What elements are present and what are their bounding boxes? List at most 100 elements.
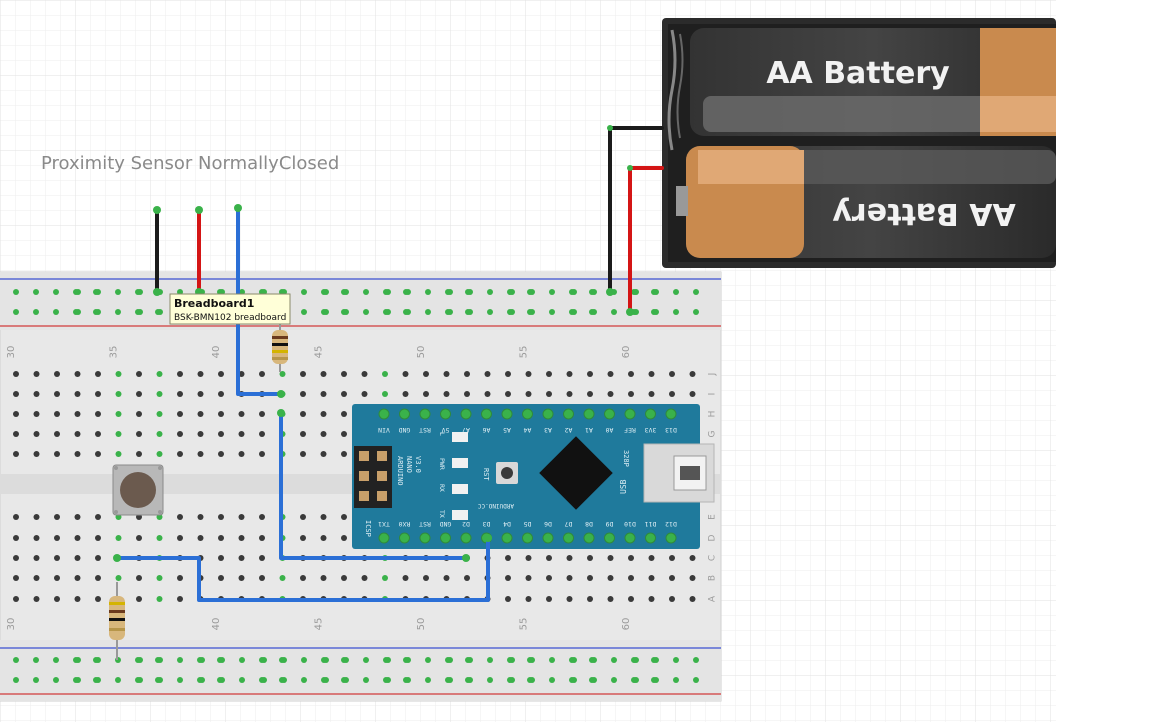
nano-pin-bottom[interactable] bbox=[542, 532, 554, 544]
nano-pin-top[interactable] bbox=[481, 408, 492, 420]
breadboard-hole bbox=[33, 596, 40, 602]
wire-sensor-blue[interactable] bbox=[236, 206, 283, 396]
breadboard-hole bbox=[74, 535, 81, 541]
battery-cell-bottom[interactable]: AA Battery bbox=[676, 146, 1056, 258]
breadboard-hole bbox=[320, 371, 327, 377]
nano-pin-bottom[interactable] bbox=[563, 532, 574, 544]
nano-pin-top[interactable] bbox=[378, 408, 390, 420]
breadboard-hole bbox=[74, 575, 81, 581]
nano-pin-bottom[interactable] bbox=[378, 532, 390, 544]
breadboard-hole bbox=[13, 431, 19, 437]
nano-pin-top[interactable] bbox=[501, 408, 513, 420]
column-number: 40 bbox=[211, 346, 222, 359]
nano-pin-top[interactable] bbox=[604, 408, 615, 420]
nano-pin-bottom[interactable] bbox=[460, 532, 472, 544]
breadboard-hole bbox=[156, 411, 163, 417]
rail-hole bbox=[13, 657, 19, 663]
breadboard-hole bbox=[136, 411, 142, 417]
breadboard-hole bbox=[136, 535, 142, 541]
push-button[interactable] bbox=[112, 464, 164, 516]
rail-hole bbox=[633, 677, 639, 683]
nano-pin-bottom[interactable] bbox=[665, 532, 677, 544]
rail-hole bbox=[653, 657, 659, 663]
brand-label: ARDUINO.CC bbox=[477, 502, 514, 509]
breadboard-hole bbox=[566, 555, 573, 561]
nano-pin-top[interactable] bbox=[645, 408, 656, 420]
breadboard-hole bbox=[423, 391, 429, 397]
breadboard-hole bbox=[177, 535, 183, 541]
breadboard-hole bbox=[197, 535, 204, 541]
rail-hole bbox=[363, 309, 369, 315]
column-number: 60 bbox=[621, 618, 632, 631]
nano-pin-bottom[interactable] bbox=[624, 532, 636, 544]
breadboard-tooltip: Breadboard1 BSK-BMN102 breadboard bbox=[169, 293, 291, 325]
rail-hole bbox=[467, 309, 473, 315]
rst-label: RST bbox=[482, 468, 490, 481]
nano-pin-label-bottom: RST bbox=[419, 520, 431, 528]
rail-hole bbox=[385, 677, 391, 683]
battery-label-top: AA Battery bbox=[766, 56, 950, 91]
rail-hole bbox=[33, 657, 39, 663]
nano-pin-top[interactable] bbox=[419, 408, 431, 420]
nano-pin-top[interactable] bbox=[460, 408, 472, 420]
breadboard-hole bbox=[238, 555, 245, 561]
nano-pin-bottom[interactable] bbox=[501, 532, 513, 544]
nano-pin-top[interactable] bbox=[624, 408, 636, 420]
breadboard-hole bbox=[566, 575, 573, 581]
nano-pin-top[interactable] bbox=[542, 408, 554, 420]
breadboard-hole bbox=[341, 514, 347, 520]
arduino-nano[interactable]: VINTX1GNDRX0RSTRST5VGNDA7D2A6D3A5D4A4D5A… bbox=[352, 404, 715, 549]
breadboard-hole bbox=[74, 391, 81, 397]
nano-pin-top[interactable] bbox=[399, 408, 410, 420]
column-number: 45 bbox=[314, 618, 325, 631]
breadboard-hole bbox=[259, 411, 265, 417]
breadboard-hole bbox=[259, 451, 265, 457]
nano-pin-top[interactable] bbox=[583, 408, 595, 420]
nano-pin-top[interactable] bbox=[563, 408, 574, 420]
rail-hole bbox=[301, 309, 307, 315]
wire-blue-to-d8[interactable] bbox=[279, 411, 468, 560]
breadboard-hole bbox=[320, 431, 327, 437]
wire-battery-black[interactable] bbox=[608, 126, 664, 294]
nano-pin-bottom[interactable] bbox=[440, 532, 451, 544]
rail-hole bbox=[487, 289, 493, 295]
breadboard-hole bbox=[382, 575, 388, 581]
nano-pin-bottom[interactable] bbox=[399, 532, 410, 544]
breadboard-hole bbox=[218, 555, 224, 561]
breadboard-hole bbox=[54, 575, 60, 581]
resistor-bottom[interactable] bbox=[109, 582, 125, 660]
breadboard-hole bbox=[259, 514, 265, 520]
battery-pack[interactable]: AA Battery AA Battery bbox=[662, 18, 1056, 268]
resistor-top[interactable] bbox=[272, 318, 288, 372]
breadboard-hole bbox=[382, 371, 388, 377]
rail-hole bbox=[673, 309, 679, 315]
rail-hole bbox=[137, 677, 143, 683]
breadboard-hole bbox=[74, 514, 81, 520]
nano-pin-label-bottom: D5 bbox=[524, 520, 532, 528]
tooltip-title: Breadboard1 bbox=[174, 297, 254, 310]
nano-pin-top[interactable] bbox=[440, 408, 451, 420]
breadboard-hole bbox=[341, 575, 347, 581]
icsp-pin bbox=[359, 491, 369, 501]
nano-pin-bottom[interactable] bbox=[583, 532, 595, 544]
rail-hole bbox=[447, 289, 453, 295]
nano-pin-bottom[interactable] bbox=[522, 532, 533, 544]
nano-pin-bottom[interactable] bbox=[604, 532, 615, 544]
breadboard-hole bbox=[525, 596, 532, 602]
nano-pin-label-bottom: D9 bbox=[606, 520, 614, 528]
nano-pin-label-top: A3 bbox=[544, 426, 552, 434]
breadboard-hole bbox=[525, 371, 532, 377]
breadboard-hole bbox=[197, 451, 204, 457]
breadboard-hole bbox=[218, 431, 224, 437]
nano-pin-top[interactable] bbox=[665, 408, 677, 420]
nano-pin-bottom[interactable] bbox=[419, 532, 431, 544]
breadboard-hole bbox=[33, 431, 40, 437]
breadboard-hole bbox=[156, 391, 163, 397]
breadboard-hole bbox=[54, 451, 60, 457]
rail-hole bbox=[529, 289, 535, 295]
nano-pin-top[interactable] bbox=[522, 408, 533, 420]
nano-pin-bottom[interactable] bbox=[645, 532, 656, 544]
battery-cell-top[interactable]: AA Battery bbox=[690, 28, 1056, 136]
wire-blue-button[interactable] bbox=[115, 536, 490, 602]
